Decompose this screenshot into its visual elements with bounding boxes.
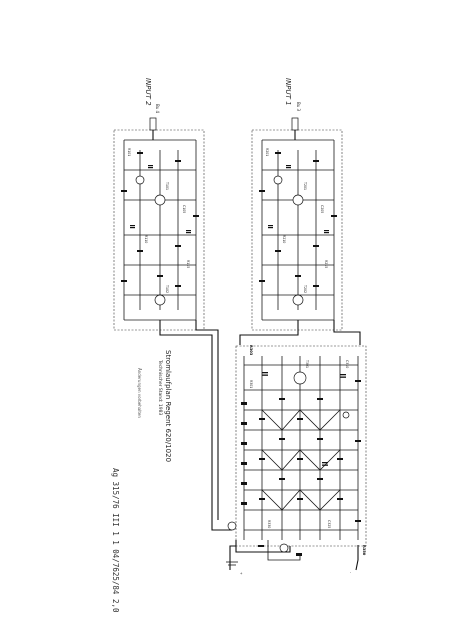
transistor-right-1 xyxy=(292,194,304,206)
connector-left-label: Bu 4 xyxy=(155,104,160,114)
svg-text:R115: R115 xyxy=(186,260,190,268)
schematic-title: Stromlaufplan Regent 620/1020 xyxy=(164,350,172,463)
mixer-transistor xyxy=(293,371,307,385)
svg-text:+: + xyxy=(239,572,243,575)
output-coupling xyxy=(227,521,237,531)
output-transistor xyxy=(279,543,289,553)
transistor-right-3 xyxy=(273,175,283,185)
left-channel-board: R101 T101 C105 R110 T102 R115 xyxy=(113,117,205,331)
transistor-left-2 xyxy=(154,294,166,306)
svg-text:R210: R210 xyxy=(282,235,286,243)
connector-right-label: Bu 3 xyxy=(296,102,301,112)
svg-text:C105: C105 xyxy=(182,205,186,213)
left-input-connector xyxy=(149,117,157,131)
interconnect-wires xyxy=(159,320,361,531)
transistor-left-1 xyxy=(154,194,166,206)
svg-text:T202: T202 xyxy=(303,284,307,293)
svg-text:R215: R215 xyxy=(324,260,328,268)
change-note: Änderungen vorbehalten xyxy=(137,368,142,418)
svg-text:R330: R330 xyxy=(267,520,271,528)
svg-text:R350: R350 xyxy=(362,545,366,556)
svg-text:R301: R301 xyxy=(249,380,253,388)
svg-text:-: - xyxy=(349,572,353,573)
transistor-left-3 xyxy=(135,175,145,185)
svg-text:C310: C310 xyxy=(345,360,349,368)
input-2-label: INPUT 2 xyxy=(144,78,152,106)
output-stage: + - xyxy=(226,521,359,575)
left-board-outline xyxy=(113,129,205,331)
svg-text:R110: R110 xyxy=(144,235,148,243)
svg-text:R201: R201 xyxy=(265,148,269,156)
right-board-outline xyxy=(251,129,343,331)
svg-text:R101: R101 xyxy=(127,148,131,156)
svg-text:T201: T201 xyxy=(303,181,307,190)
svg-text:T102: T102 xyxy=(165,284,169,293)
mixer-board-outline xyxy=(235,345,367,547)
right-input-connector xyxy=(291,117,299,131)
svg-text:C325: C325 xyxy=(327,520,331,528)
svg-text:C205: C205 xyxy=(320,205,324,213)
svg-text:R303: R303 xyxy=(249,345,253,356)
technical-date: Technischer Stand: 1983 xyxy=(157,360,162,416)
transistor-right-2 xyxy=(292,294,304,306)
svg-text:T301: T301 xyxy=(305,359,309,368)
input-1-label: INPUT 1 xyxy=(284,78,292,106)
svg-text:T101: T101 xyxy=(165,181,169,190)
mixer-ic xyxy=(342,411,350,419)
document-code: Ag 315/76 III 1 1 04/7625/84 2,0 xyxy=(111,468,120,613)
right-channel-board: R201 T201 C205 R210 T202 R215 xyxy=(251,117,343,331)
mixer-board: R301 T301 C310 R330 C325 R303 R350 xyxy=(235,345,367,556)
